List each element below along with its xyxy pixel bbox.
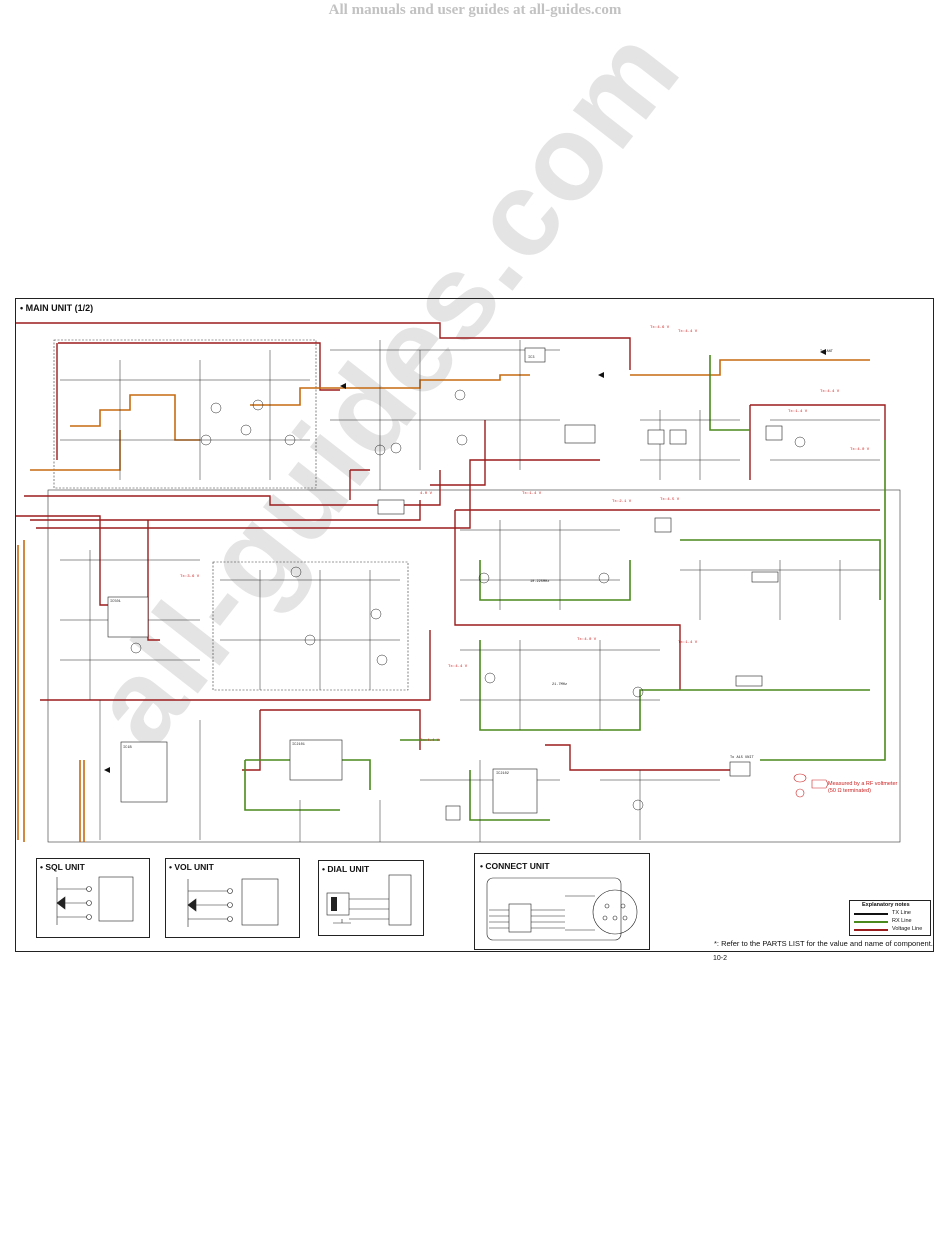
vol-unit-title: • VOL UNIT bbox=[169, 862, 214, 872]
main-unit-title: • MAIN UNIT (1/2) bbox=[20, 303, 94, 313]
svg-text:IC3: IC3 bbox=[528, 356, 534, 360]
svg-text:Tx:1.4 V: Tx:1.4 V bbox=[678, 641, 698, 645]
legend-voltage-label: Voltage Line bbox=[892, 926, 923, 932]
svg-text:Tx:1.4 V: Tx:1.4 V bbox=[788, 410, 808, 414]
explanatory-notes-legend: Explanatory notes TX Line RX Line Voltag… bbox=[849, 900, 931, 936]
vol-unit-schematic bbox=[187, 878, 279, 927]
page-number: 10-2 bbox=[713, 955, 728, 962]
svg-text:Tx:4.4 V: Tx:4.4 V bbox=[420, 739, 440, 743]
sql-unit-title: • SQL UNIT bbox=[40, 862, 85, 872]
svg-text:Tx:4.0 V: Tx:4.0 V bbox=[577, 638, 597, 642]
sql-unit-box: • SQL UNIT bbox=[36, 858, 150, 938]
svg-text:Tx:4.6 V: Tx:4.6 V bbox=[650, 326, 670, 330]
connect-unit-box: • CONNECT UNIT bbox=[474, 853, 650, 950]
legend-rx-label: RX Line bbox=[892, 918, 912, 924]
legend-title: Explanatory notes bbox=[862, 902, 910, 908]
svg-text:Tx:4.4 V: Tx:4.4 V bbox=[820, 390, 840, 394]
svg-text:Tx:4.4 V: Tx:4.4 V bbox=[448, 665, 468, 669]
sql-unit-schematic bbox=[56, 876, 134, 925]
svg-text:Tx:4.5 V: Tx:4.5 V bbox=[660, 498, 680, 502]
svg-text:IC2101: IC2101 bbox=[292, 743, 305, 747]
svg-text:21.7MHz: 21.7MHz bbox=[552, 683, 567, 687]
svg-text:IC1B: IC1B bbox=[123, 746, 132, 750]
svg-text:10.225MHz: 10.225MHz bbox=[530, 580, 549, 584]
rf-voltmeter-note: Measured by a RF voltmeter (50 Ω termina… bbox=[828, 781, 898, 794]
legend-voltage: Voltage Line bbox=[852, 926, 928, 933]
dial-unit-box: • DIAL UNIT bbox=[318, 860, 424, 936]
parts-list-footnote: *: Refer to the PARTS LIST for the value… bbox=[714, 939, 933, 948]
legend-tx-label: TX Line bbox=[892, 910, 911, 916]
svg-text:To A15 UNIT: To A15 UNIT bbox=[730, 756, 755, 760]
svg-text:Tx:1.4 V: Tx:1.4 V bbox=[522, 492, 542, 496]
svg-text:Tx:2.1 V: Tx:2.1 V bbox=[612, 500, 632, 504]
svg-text:IC501: IC501 bbox=[110, 600, 121, 604]
svg-text:4.0 V: 4.0 V bbox=[420, 492, 433, 496]
schematic-frame bbox=[15, 298, 934, 952]
connect-unit-schematic bbox=[486, 877, 638, 941]
legend-rx: RX Line bbox=[852, 918, 928, 925]
dial-unit-schematic bbox=[326, 874, 412, 926]
svg-text:IC2102: IC2102 bbox=[496, 772, 509, 776]
vol-unit-box: • VOL UNIT bbox=[165, 858, 300, 938]
svg-text:Tx:4.4 V: Tx:4.4 V bbox=[678, 330, 698, 334]
svg-text:Tx:4.0 V: Tx:4.0 V bbox=[850, 448, 870, 452]
connect-unit-title: • CONNECT UNIT bbox=[480, 861, 550, 871]
tx-line-swatch bbox=[854, 913, 888, 915]
dial-unit-title: • DIAL UNIT bbox=[322, 864, 370, 874]
voltage-line-swatch bbox=[854, 929, 888, 931]
svg-text:Tx:3.6 V: Tx:3.6 V bbox=[180, 575, 200, 579]
legend-tx: TX Line bbox=[852, 910, 928, 917]
page-header: All manuals and user guides at all-guide… bbox=[328, 2, 622, 18]
rx-line-swatch bbox=[854, 921, 888, 923]
svg-text:To ANT: To ANT bbox=[820, 350, 834, 354]
